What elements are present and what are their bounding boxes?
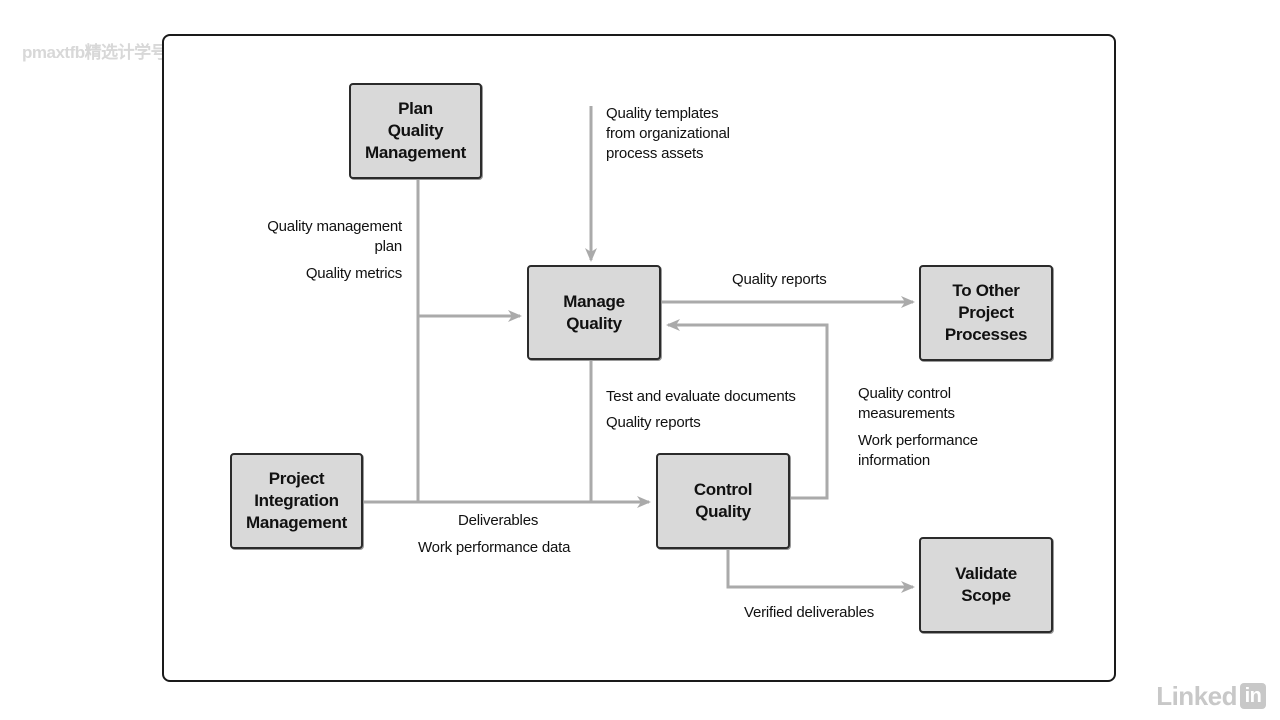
plan-quality-management-box: Plan Quality Management [349,83,482,179]
linkedin-logo-word: Linked [1156,680,1237,711]
control-quality-label: Control Quality [693,480,753,521]
label-verified-deliverables: Verified deliverables [744,604,875,621]
label-test-evaluate-documents: Test and evaluate documents [606,388,796,405]
label-deliverables: Deliverables [458,512,539,529]
label-quality-reports-top: Quality reports [732,271,827,288]
plan-quality-management-label: Plan Quality Management [365,99,466,162]
linkedin-logo: Linked in [1156,680,1266,711]
control-quality-box: Control Quality [656,453,790,549]
label-quality-control-measurements: Quality control measurements [858,385,955,422]
validate-scope-box: Validate Scope [919,537,1053,633]
connector-control-to-validate [726,549,915,593]
to-other-project-processes-box: To Other Project Processes [919,265,1053,361]
validate-scope-label: Validate Scope [955,564,1017,605]
label-quality-reports-mid: Quality reports [606,414,701,431]
to-other-project-processes-label: To Other Project Processes [944,281,1028,344]
label-quality-metrics: Quality metrics [305,265,402,282]
label-quality-management-plan: Quality management plan [267,218,402,255]
project-integration-management-box: Project Integration Management [230,453,363,549]
manage-quality-box: Manage Quality [527,265,661,360]
connector-control-feedback [666,319,829,500]
label-work-performance-information: Work performance information [858,432,978,469]
project-integration-management-label: Project Integration Management [246,469,347,532]
manage-quality-label: Manage Quality [563,291,625,333]
label-quality-templates: Quality templates from organizational pr… [606,105,730,162]
watermark-text: pmaxtfb精选计学号 [22,43,168,62]
label-work-performance-data: Work performance data [418,539,571,556]
linkedin-logo-badge: in [1240,683,1266,709]
